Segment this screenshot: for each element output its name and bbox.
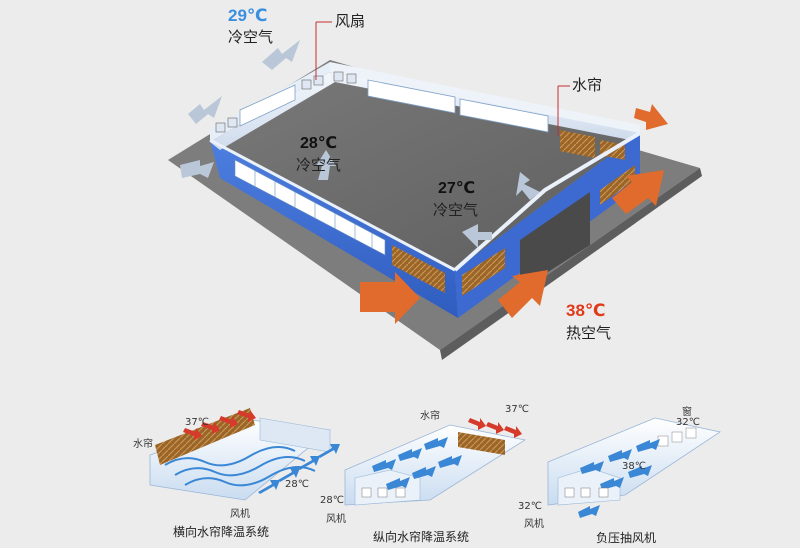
sub3-mid-temp: 38℃ <box>622 461 646 472</box>
sub1-cold-temp: 28℃ <box>285 479 309 490</box>
cold-air-arrows <box>180 40 540 248</box>
sub3-top-temp: 32℃ <box>676 417 700 428</box>
sub3-caption: 负压抽风机 <box>596 531 657 545</box>
sub2-curtain <box>458 432 505 455</box>
rear-fans <box>215 71 357 133</box>
end-door <box>520 192 590 290</box>
subdiagram-longitudinal-curtain <box>344 418 527 506</box>
rear-windows <box>239 79 549 133</box>
sub2-hot-temp: 37℃ <box>505 404 529 415</box>
subdiagram-negative-pressure-fan <box>547 417 722 518</box>
rear-curtain <box>560 130 595 158</box>
sub2-curtain-label: 水帘 <box>420 411 440 422</box>
outside-hot-temp: 38℃ <box>566 301 606 320</box>
sub1-curtain-label: 水帘 <box>133 439 153 450</box>
outside-hot-air-label: 热空气 <box>566 324 612 342</box>
fan-label: 风扇 <box>335 12 366 30</box>
outside-top-temp: 29℃ <box>228 6 268 25</box>
curtain-label: 水帘 <box>572 76 603 94</box>
end-curtain <box>462 248 505 296</box>
inside-left-temp: 28℃ <box>300 135 338 152</box>
inside-right-air-label: 冷空气 <box>433 201 479 219</box>
hot-air-arrows <box>360 104 668 324</box>
sub1-caption: 横向水帘降温系统 <box>173 525 270 539</box>
sub3-window-label: 窗 <box>682 407 692 418</box>
subdiagram-horizontal-curtain <box>149 408 340 501</box>
sub2-caption: 纵向水帘降温系统 <box>373 530 470 544</box>
inside-left-air-label: 冷空气 <box>296 156 342 174</box>
sub1-fan-label: 风机 <box>230 509 250 520</box>
sub3-cold-temp: 32℃ <box>518 501 542 512</box>
sub2-fan-label: 风机 <box>326 514 346 525</box>
sub3-fan-label: 风机 <box>524 519 544 530</box>
sub2-cold-temp: 28℃ <box>320 495 344 506</box>
inside-right-temp: 27℃ <box>438 180 476 197</box>
front-curtain <box>392 245 445 293</box>
rear-parapet <box>330 62 640 135</box>
outside-top-air-label: 冷空气 <box>228 28 274 46</box>
sub1-hot-temp: 37℃ <box>185 417 209 428</box>
